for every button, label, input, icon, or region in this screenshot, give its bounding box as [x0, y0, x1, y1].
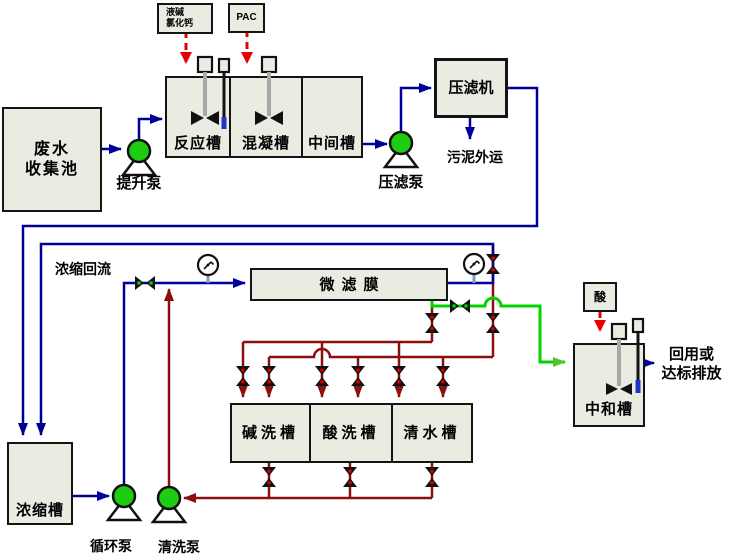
dosing-box-pac: PAC: [228, 3, 265, 33]
circulation-pump-label: 循环泵: [90, 538, 132, 554]
tank-intermediate-label: 中间槽: [307, 135, 356, 152]
filter-press-pump-label: 压滤泵: [378, 174, 424, 191]
pipe-presspump-to-press: [399, 83, 432, 133]
pipe-permeate-green: [430, 296, 566, 367]
unit-filter-press: 压滤机: [434, 58, 508, 118]
tank-concentrate-label: 浓缩槽: [15, 502, 64, 519]
effluent-label-line2: 达标排放: [661, 365, 722, 382]
tank-clean-water: 清水槽: [391, 403, 473, 463]
pipe-wash-header-2: [269, 347, 493, 359]
pipe-membrane-return: [36, 242, 495, 436]
cleaning-pump-label: 清洗泵: [158, 539, 200, 555]
tank-reaction: 反应槽: [165, 76, 231, 158]
tank-reaction-label: 反应槽: [173, 135, 222, 152]
tank-neutralization: 中和槽: [573, 343, 645, 427]
dosing-box-caustic: 液碱 氯化钙: [157, 3, 213, 34]
tank-acid-wash: 酸洗槽: [309, 403, 393, 463]
dosing-caustic-line1: 液碱: [166, 7, 185, 17]
sludge-out-label: 污泥外运: [447, 149, 503, 165]
tank-coagulation-label: 混凝槽: [241, 135, 290, 152]
tank-neutralization-label: 中和槽: [584, 401, 633, 418]
tank-concentrate: 浓缩槽: [7, 442, 73, 525]
tank-acid-wash-label: 酸洗槽: [322, 424, 380, 442]
lift-pump-label: 提升泵: [116, 175, 162, 192]
pipe-liftpump-to-reaction: [137, 114, 163, 141]
concentrate-reflux-label: 浓缩回流: [55, 261, 111, 277]
tank-waste-collection: 废水 收集池: [2, 107, 102, 212]
dosing-acid-label: 酸: [593, 289, 606, 304]
pipe-circulation: [122, 278, 246, 486]
tank-clean-water-label: 清水槽: [403, 424, 461, 442]
tank-coagulation: 混凝槽: [229, 76, 303, 158]
effluent-label-line1: 回用或: [668, 346, 714, 363]
dosing-box-acid: 酸: [583, 282, 617, 312]
filter-press-label: 压滤机: [448, 79, 494, 97]
process-pipes: [18, 83, 655, 501]
tank-alkali-wash: 碱洗槽: [230, 403, 311, 463]
tank-intermediate: 中间槽: [301, 76, 363, 158]
dosing-caustic-line2: 氯化钙: [166, 18, 194, 28]
membrane-label: 微滤膜: [319, 276, 386, 294]
dosing-arrows: [180, 30, 606, 332]
tank-waste-label-line2: 收集池: [24, 160, 79, 178]
tank-waste-label-line1: 废水: [33, 140, 70, 158]
dosing-pac-label: PAC: [236, 12, 257, 24]
tank-alkali-wash-label: 碱洗槽: [241, 424, 299, 442]
gauge-stems: [206, 275, 476, 283]
effluent-label: 回用或 达标排放: [650, 345, 733, 383]
unit-membrane: 微滤膜: [250, 268, 448, 301]
pipe-press-return: [18, 86, 539, 436]
